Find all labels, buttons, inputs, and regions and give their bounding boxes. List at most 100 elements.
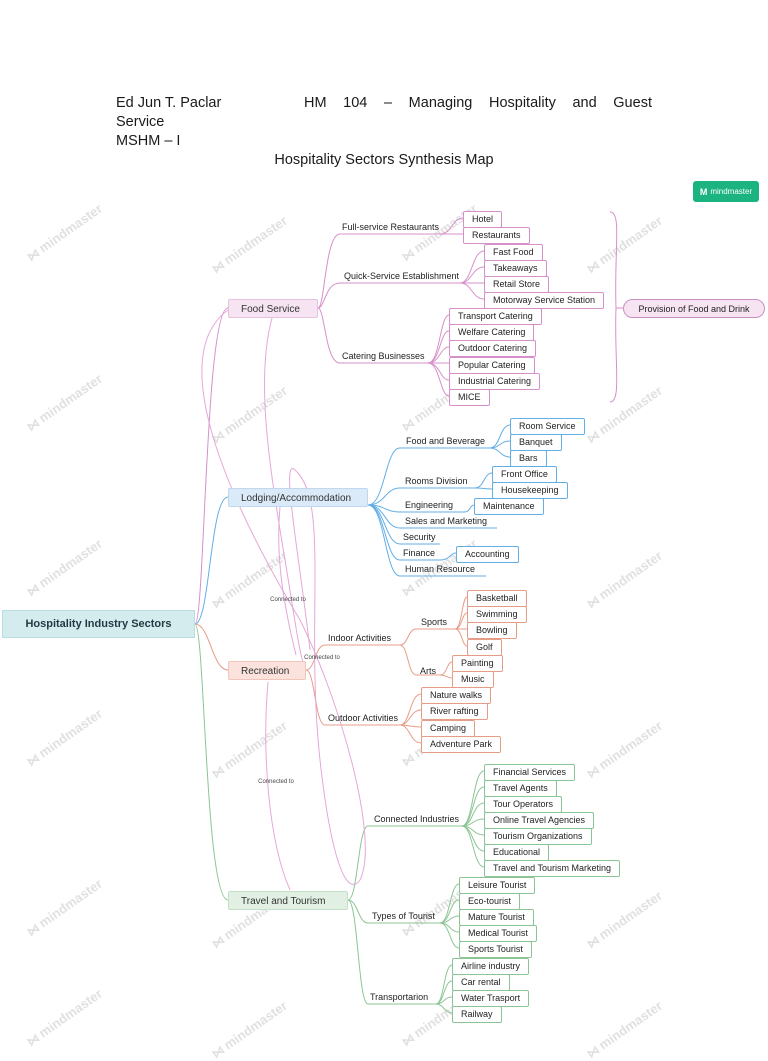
lodging-item[interactable]: Room Service	[510, 418, 585, 435]
author-name: Ed Jun T. Paclar	[116, 95, 222, 111]
category-travel[interactable]: Travel and Tourism	[228, 891, 348, 910]
recreation-outdoor[interactable]: Outdoor Activities	[328, 713, 399, 723]
relation-food-to-travel	[201, 309, 366, 885]
travel-item[interactable]: Tourism Organizations	[484, 828, 592, 845]
travel-item[interactable]: Travel Agents	[484, 780, 557, 797]
travel-branch-lines	[347, 770, 485, 1014]
travel-item[interactable]: Airline industry	[452, 958, 530, 975]
mindmaster-watermark-icon: ⋈	[209, 1042, 228, 1061]
lodging-rooms-division[interactable]: Rooms Division	[405, 476, 468, 486]
course-title-line: HM 104 – Managing Hospitality and Guest	[304, 95, 652, 111]
food-item[interactable]: Takeaways	[484, 260, 547, 277]
travel-types-of-tourist[interactable]: Types of Tourist	[372, 911, 435, 921]
travel-item[interactable]: Railway	[452, 1006, 502, 1023]
relation-food-to-recreation	[263, 317, 307, 671]
course-word: Managing	[408, 95, 473, 111]
root-to-food-line	[194, 307, 229, 625]
lodging-item[interactable]: Housekeeping	[492, 482, 568, 499]
recreation-item[interactable]: Painting	[452, 655, 503, 672]
lodging-security[interactable]: Security	[403, 532, 436, 542]
food-item[interactable]: Restaurants	[463, 227, 530, 244]
food-item[interactable]: Fast Food	[484, 244, 543, 261]
recreation-arts[interactable]: Arts	[420, 666, 437, 676]
recreation-item[interactable]: Basketball	[467, 590, 527, 607]
recreation-item[interactable]: Camping	[421, 720, 476, 737]
course-word: 104	[343, 95, 368, 111]
travel-item[interactable]: Water Trasport	[452, 990, 530, 1007]
food-item[interactable]: Popular Catering	[449, 357, 535, 374]
mindmaster-badge: M mindmaster	[693, 181, 759, 202]
mindmaster-watermark-icon: ⋈	[584, 1042, 603, 1061]
recreation-item[interactable]: Bowling	[467, 622, 517, 639]
travel-item[interactable]: Travel and Tourism Marketing	[484, 860, 621, 877]
root-to-lodging-line	[194, 496, 229, 625]
recreation-item[interactable]: Music	[452, 671, 494, 688]
travel-item[interactable]: Leisure Tourist	[459, 877, 536, 894]
connector-lines	[194, 211, 623, 1014]
lodging-item[interactable]: Banquet	[510, 434, 562, 451]
food-item[interactable]: Hotel	[463, 211, 503, 228]
lodging-food-beverage[interactable]: Food and Beverage	[406, 436, 486, 446]
travel-item[interactable]: Eco-tourist	[459, 893, 521, 910]
mindmaster-badge-label: mindmaster	[710, 187, 753, 196]
recreation-item[interactable]: Nature walks	[421, 687, 492, 704]
food-item[interactable]: MICE	[449, 389, 490, 406]
lodging-item[interactable]: Front Office	[492, 466, 557, 483]
course-word: HM	[304, 95, 327, 111]
lodging-item[interactable]: Maintenance	[474, 498, 544, 515]
category-recreation[interactable]: Recreation	[228, 661, 306, 680]
lodging-sales-marketing[interactable]: Sales and Marketing	[405, 516, 488, 526]
food-quick-service[interactable]: Quick-Service Establishment	[344, 271, 460, 281]
map-title: Hospitality Sectors Synthesis Map	[274, 152, 494, 168]
root-to-travel-line	[194, 623, 229, 901]
relation-recreation-to-travel	[265, 681, 291, 891]
course-word: Guest	[613, 95, 652, 111]
travel-connected-industries[interactable]: Connected Industries	[374, 814, 460, 824]
category-food-service[interactable]: Food Service	[228, 299, 318, 318]
food-item[interactable]: Retail Store	[484, 276, 550, 293]
food-summary[interactable]: Provision of Food and Drink	[623, 299, 765, 318]
category-lodging[interactable]: Lodging/Accommodation	[228, 488, 368, 507]
food-item[interactable]: Outdoor Catering	[449, 340, 537, 357]
food-item[interactable]: Industrial Catering	[449, 373, 541, 390]
root-to-recreation-line	[194, 623, 229, 671]
food-branch-lines	[317, 211, 623, 403]
travel-item[interactable]: Mature Tourist	[459, 909, 534, 926]
recreation-indoor[interactable]: Indoor Activities	[328, 633, 392, 643]
mindmaster-watermark-icon: ⋈	[399, 1030, 418, 1050]
travel-transportation[interactable]: Transportarion	[370, 992, 429, 1002]
relation-label: Connected to	[304, 655, 340, 661]
root-node[interactable]: Hospitality Industry Sectors	[2, 610, 195, 638]
course-word: Hospitality	[488, 95, 556, 111]
food-item[interactable]: Motorway Service Station	[484, 292, 605, 309]
food-catering[interactable]: Catering Businesses	[342, 351, 425, 361]
food-item[interactable]: Transport Catering	[449, 308, 542, 325]
lodging-item[interactable]: Bars	[510, 450, 547, 467]
food-full-service[interactable]: Full-service Restaurants	[342, 222, 440, 232]
recreation-item[interactable]: Adventure Park	[421, 736, 502, 753]
lodging-human-resource[interactable]: Human Resource	[405, 564, 476, 574]
program-label: MSHM – I	[116, 133, 181, 149]
course-word: –	[383, 95, 393, 111]
recreation-item[interactable]: Swimming	[467, 606, 527, 623]
recreation-item[interactable]: Golf	[467, 639, 502, 656]
course-word: and	[572, 95, 597, 111]
travel-item[interactable]: Car rental	[452, 974, 510, 991]
mindmaster-watermark-icon: ⋈	[24, 1030, 43, 1050]
mindmaster-logo-icon: M	[699, 186, 708, 197]
travel-item[interactable]: Tour Operators	[484, 796, 563, 813]
relation-lodging-to-recreation	[278, 506, 297, 656]
lodging-finance[interactable]: Finance	[403, 548, 436, 558]
course-title-continued: Service	[116, 114, 165, 130]
travel-item[interactable]: Sports Tourist	[459, 941, 532, 958]
travel-item[interactable]: Medical Tourist	[459, 925, 537, 942]
travel-item[interactable]: Educational	[484, 844, 550, 861]
lodging-item[interactable]: Accounting	[456, 546, 519, 563]
relation-label: Connected to	[258, 779, 294, 785]
travel-item[interactable]: Online Travel Agencies	[484, 812, 595, 829]
travel-item[interactable]: Financial Services	[484, 764, 576, 781]
recreation-sports[interactable]: Sports	[421, 617, 448, 627]
lodging-engineering[interactable]: Engineering	[405, 500, 454, 510]
recreation-item[interactable]: River rafting	[421, 703, 488, 720]
food-item[interactable]: Welfare Catering	[449, 324, 535, 341]
